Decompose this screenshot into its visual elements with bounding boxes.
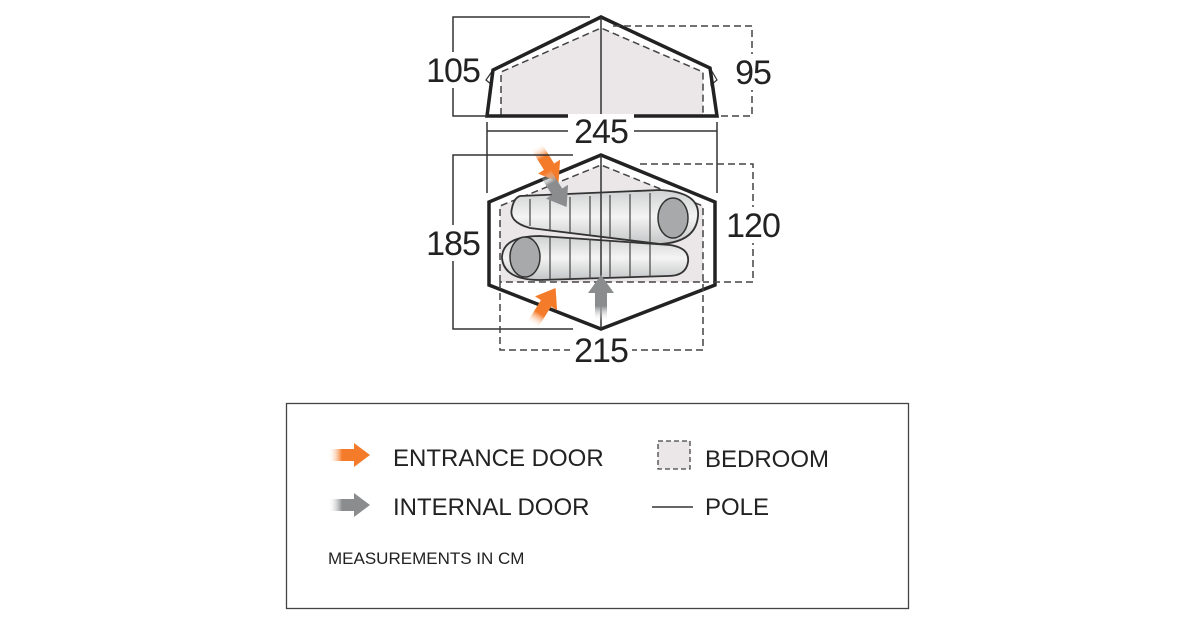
side-bedroom-area: [501, 28, 703, 115]
entrance-arrow-icon: [527, 288, 558, 329]
floor-plan: 185 120 215: [425, 143, 781, 370]
sleeping-bag: [501, 235, 690, 281]
legend-entrance-door: ENTRANCE DOOR: [393, 445, 604, 472]
legend-internal-door: INTERNAL DOOR: [393, 494, 589, 521]
sleeping-bag: [510, 189, 699, 245]
measurements-note: MEASUREMENTS IN CM: [328, 549, 524, 568]
internal-arrow-icon: [588, 275, 614, 321]
bedroom-swatch: [657, 440, 691, 470]
dim-length: 245: [574, 113, 628, 151]
legend-pole: POLE: [705, 494, 769, 521]
internal-arrow-icon: [328, 493, 370, 517]
dim-bedroom-width: 120: [726, 207, 780, 245]
legend: ENTRANCE DOOR INTERNAL DOOR BEDROOM POLE…: [285, 402, 910, 610]
dim-inner-height: 95: [735, 54, 771, 92]
dim-width: 185: [426, 225, 480, 263]
side-view: 105 95: [425, 15, 776, 118]
entrance-arrow-icon: [328, 443, 370, 467]
dim-bedroom-length: 215: [574, 332, 628, 370]
legend-bedroom: BEDROOM: [705, 446, 829, 473]
internal-arrow-icon: [540, 169, 569, 207]
side-outline: [485, 15, 720, 118]
dim-height: 105: [426, 52, 480, 90]
